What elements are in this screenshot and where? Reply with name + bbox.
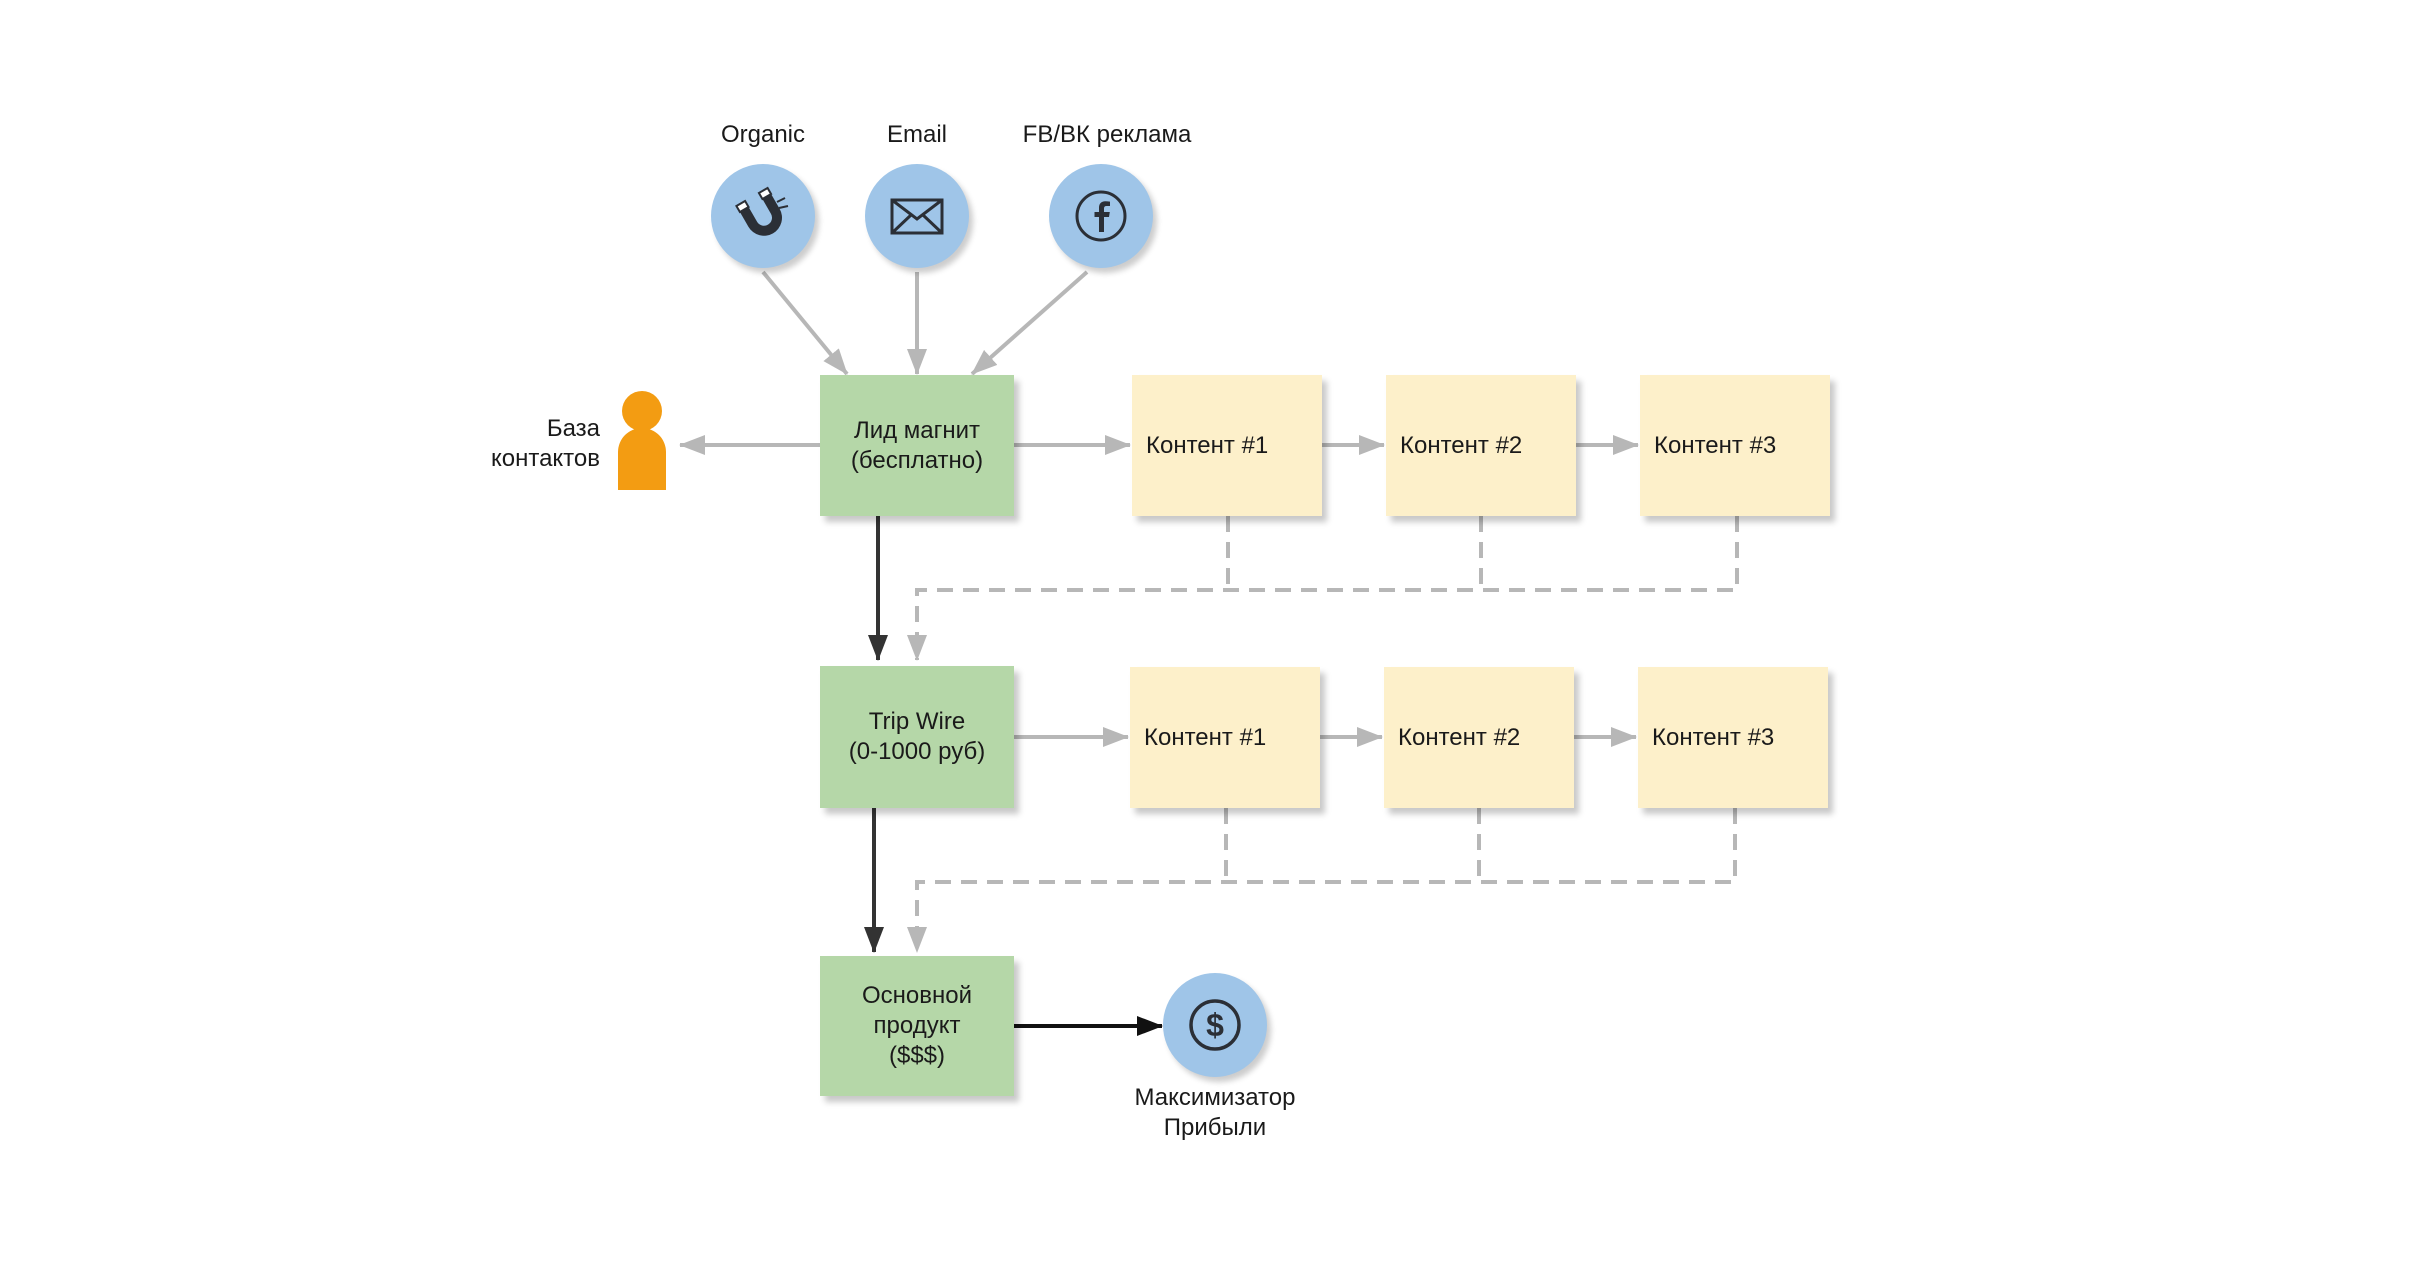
contacts-label: База контактов: [440, 414, 600, 474]
svg-text:$: $: [1206, 1007, 1224, 1043]
trip-wire-line1: Trip Wire: [868, 708, 966, 735]
core-product-line1: Основной: [861, 982, 973, 1009]
source-label-fb: FB/ВК реклама: [1022, 121, 1192, 148]
profit-label: Максимизатор Прибыли: [1095, 1083, 1335, 1143]
core-product-line3: ($$$): [888, 1042, 946, 1069]
contacts-label-line2: контактов: [490, 445, 600, 472]
trip-wire-line2: (0-1000 руб): [848, 738, 986, 765]
profit-maximizer: $: [1163, 973, 1267, 1077]
source-email: [865, 164, 969, 268]
content-row1-item3: Контент #3: [1640, 375, 1830, 516]
content-row1-item2: Контент #2: [1386, 375, 1576, 516]
person-icon: [618, 391, 666, 490]
source-label-email: Email: [886, 121, 947, 148]
contacts-person: [616, 390, 668, 490]
content-row1-item1: Контент #1: [1132, 375, 1322, 516]
arrow-fb-to-lead: [970, 270, 1089, 376]
source-fb: [1049, 164, 1153, 268]
stage-lead-magnet: Лид магнит (бесплатно): [820, 375, 1014, 516]
profit-label-line2: Прибыли: [1163, 1114, 1267, 1141]
stage-trip-wire: Trip Wire (0-1000 руб): [820, 666, 1014, 808]
contacts-label-line1: База: [546, 415, 600, 442]
envelope-icon: [890, 198, 944, 235]
core-product-line2: продукт: [873, 1012, 961, 1039]
source-label-organic: Organic: [720, 121, 806, 148]
content-row2-item2: Контент #2: [1384, 667, 1574, 808]
arrow-organic-to-lead: [761, 270, 849, 376]
source-organic: [711, 164, 815, 268]
magnet-icon: [735, 186, 789, 236]
content-row2-item1: Контент #1: [1130, 667, 1320, 808]
stage-core-product: Основной продукт ($$$): [820, 956, 1014, 1096]
profit-label-line1: Максимизатор: [1134, 1084, 1296, 1111]
dashed-return-row-2: [917, 808, 1737, 952]
facebook-icon: [1075, 190, 1127, 242]
lead-magnet-line1: Лид магнит: [853, 416, 981, 444]
dollar-coin-icon: $: [1189, 999, 1241, 1051]
content-row2-item3: Контент #3: [1638, 667, 1828, 808]
lead-magnet-line2: (бесплатно): [850, 446, 984, 474]
dashed-return-row-1: [917, 516, 1739, 660]
